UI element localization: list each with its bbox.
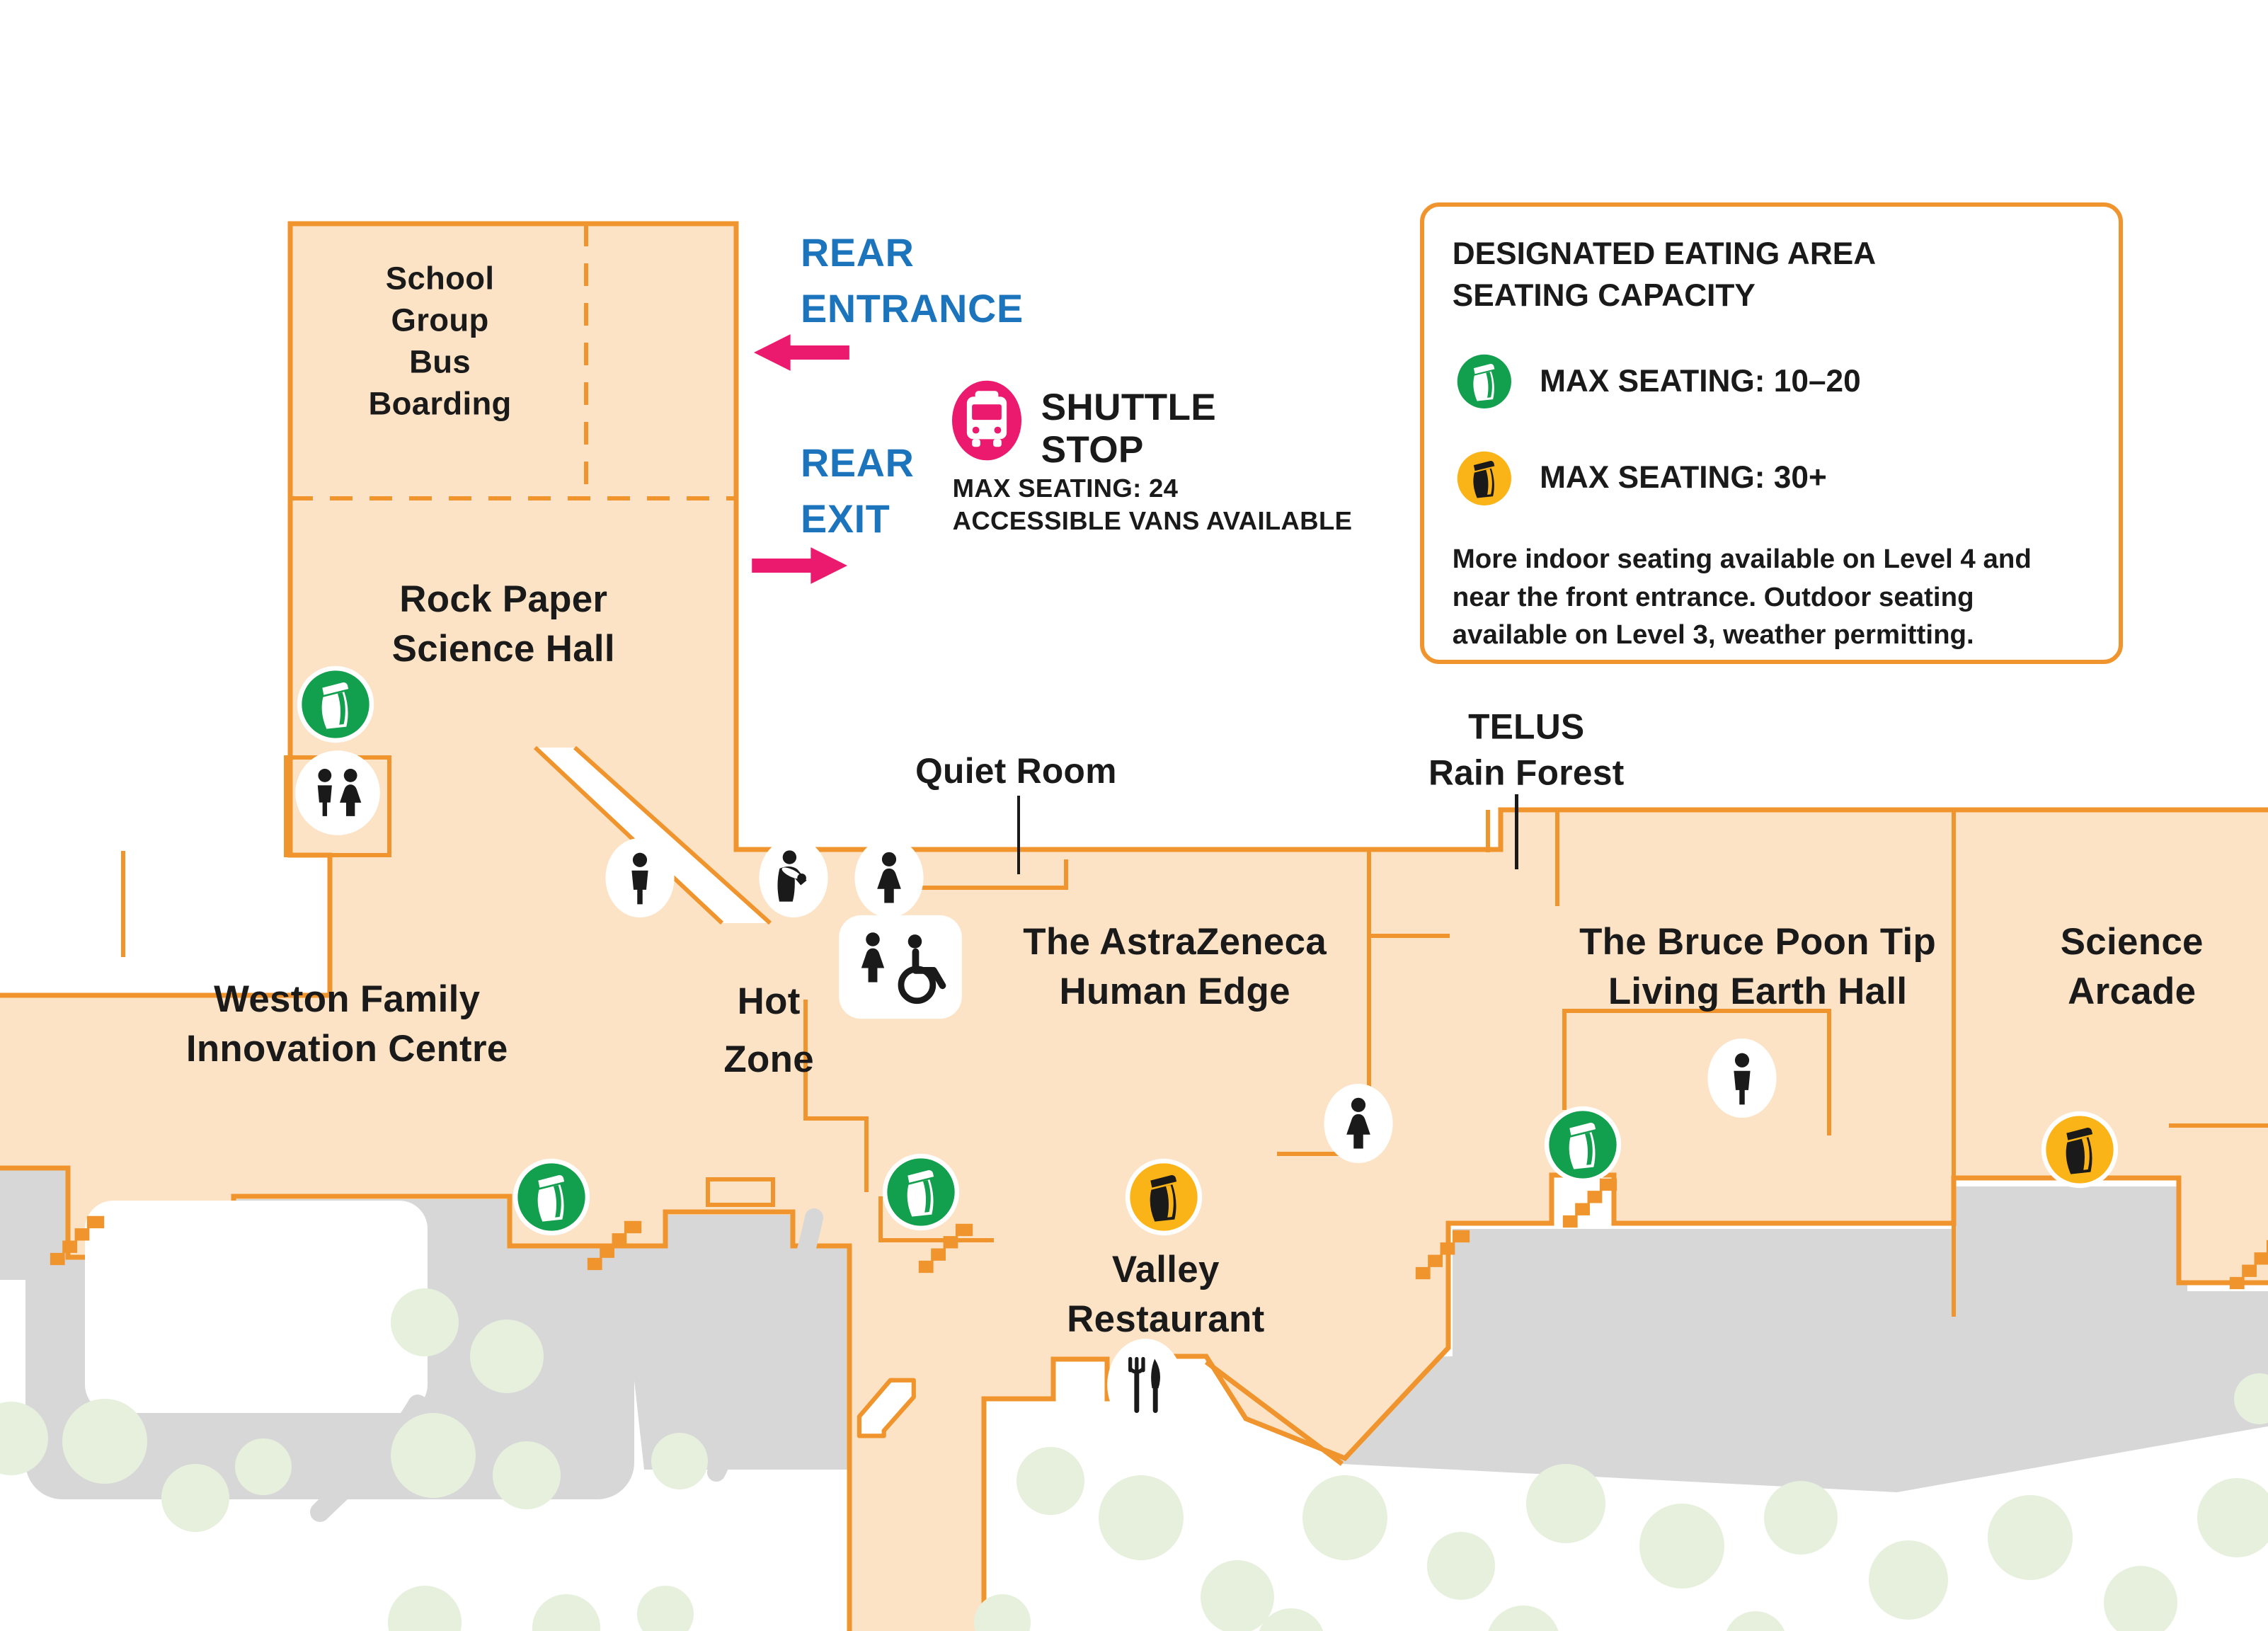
- legend-row-yellow: MAX SEATING: 30+: [1453, 447, 2090, 510]
- area-label-quiet-room: Quiet Room: [915, 751, 1117, 791]
- trees: [0, 1288, 2268, 1631]
- interior-walls: [121, 755, 2268, 1317]
- green-bag-icon: [1453, 350, 1516, 413]
- stairs-icon: [916, 1217, 975, 1276]
- rear-entrance-arrow-icon: [752, 332, 849, 372]
- rear-exit-label: REAR EXIT: [801, 441, 915, 542]
- stairs-icon: [2227, 1233, 2268, 1292]
- rear-exit-arrow-icon: [752, 546, 849, 586]
- legend-row-green: MAX SEATING: 10–20: [1453, 350, 2090, 413]
- terrain-paths: [85, 1200, 1344, 1522]
- womens-restroom-icon: [849, 832, 929, 922]
- yellow-bag-icon: [2040, 1110, 2119, 1189]
- area-label-telus-rain-forest: TELUS Rain Forest: [1428, 706, 1625, 793]
- nursing-room-icon: [754, 832, 833, 922]
- area-label-valley-restaurant: Valley Restaurant: [1067, 1249, 1265, 1341]
- shuttle-max-seating-label: MAX SEATING: 24: [952, 473, 1179, 503]
- area-label-school-group-bus-boarding: School Group Bus Boarding: [368, 260, 512, 422]
- shuttle-accessibility-label: ACCESSIBLE VANS AVAILABLE: [952, 505, 1353, 535]
- green-bag-icon: [512, 1157, 591, 1237]
- yellow-bag-icon: [1453, 447, 1516, 510]
- area-label-hot-zone: Hot Zone: [723, 980, 814, 1081]
- stairs-icon: [1413, 1223, 1472, 1282]
- area-label-bruce-poon-tip-living-earth-hall: The Bruce Poon Tip Living Earth Hall: [1579, 921, 1937, 1013]
- dashed-dividers: [290, 223, 736, 500]
- escalator-icon: [853, 1362, 926, 1440]
- green-bag-icon: [296, 665, 375, 744]
- legend-yellow-label: MAX SEATING: 30+: [1540, 460, 1827, 496]
- accessible-restroom-icon: [837, 913, 963, 1021]
- legend-title: DESIGNATED EATING AREA SEATING CAPACITY: [1452, 236, 1877, 314]
- quiet-room-pointer-line: [1016, 796, 1021, 874]
- legend-note: More indoor seating available on Level 4…: [1452, 544, 2032, 650]
- restaurant-icon: [1102, 1333, 1189, 1436]
- yellow-bag-icon: [1124, 1157, 1203, 1237]
- stairs-icon: [585, 1213, 644, 1272]
- womens-restroom-icon: [1319, 1079, 1398, 1169]
- eating-area-legend: DESIGNATED EATING AREA SEATING CAPACITY …: [1419, 202, 2123, 664]
- rear-entrance-label: REAR ENTRANCE: [801, 230, 1024, 331]
- corridor: [533, 745, 772, 925]
- area-label-science-arcade: Science Arcade: [2060, 921, 2204, 1013]
- area-label-weston-family-innovation-centre: Weston Family Innovation Centre: [185, 978, 508, 1070]
- shuttle-bus-icon: [948, 377, 1025, 464]
- area-label-astrazeneca-human-edge: The AstraZeneca Human Edge: [1023, 921, 1327, 1013]
- mens-restroom-icon: [600, 832, 679, 922]
- stairs-icon: [47, 1208, 106, 1267]
- area-label-rock-paper-science-hall: Rock Paper Science Hall: [391, 578, 615, 670]
- legend-green-label: MAX SEATING: 10–20: [1540, 364, 1861, 399]
- stairs-icon: [1560, 1171, 1619, 1230]
- restrooms-icon: [292, 748, 383, 838]
- mens-restroom-icon: [1702, 1033, 1782, 1123]
- telus-rain-forest-pointer-line: [1515, 794, 1518, 869]
- shuttle-stop-label: SHUTTLE STOP: [1041, 387, 1217, 471]
